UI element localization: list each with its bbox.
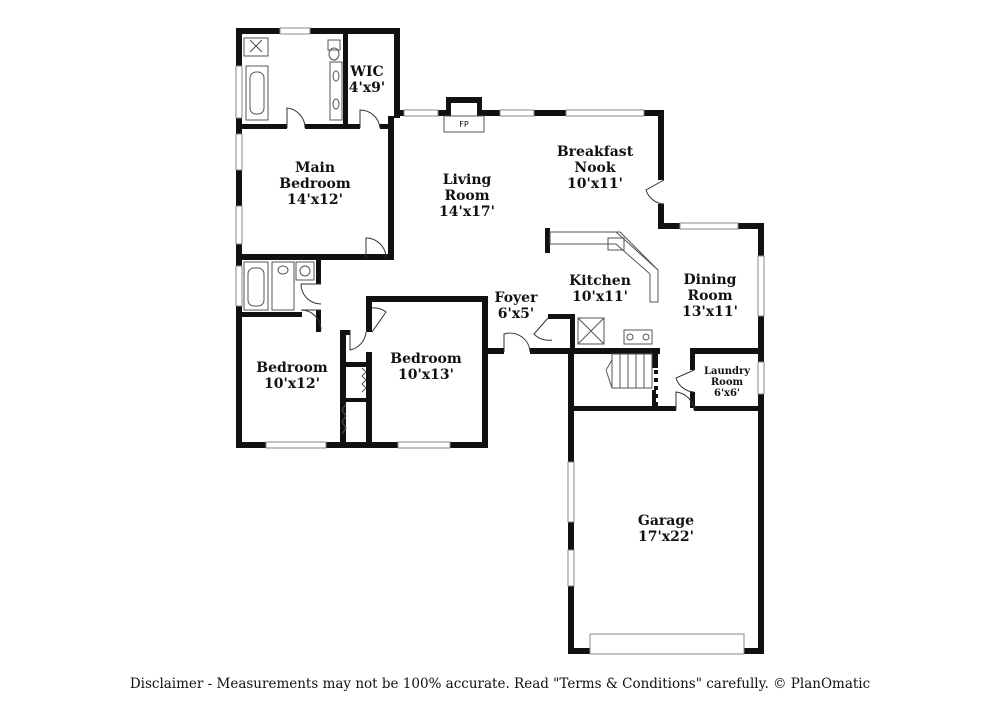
laundry-room-size: 6'x6': [714, 388, 740, 399]
breakfast-nook-name-2: Nook: [574, 160, 615, 176]
fixtures: [243, 37, 659, 435]
windows: [235, 27, 765, 655]
living-room-name-2: Room: [444, 188, 489, 204]
garage-name: Garage: [638, 513, 694, 529]
main-bedroom-name-1: Main: [295, 160, 335, 176]
wic-name: WIC: [349, 64, 383, 80]
bedroom-left-name: Bedroom: [256, 360, 328, 376]
breakfast-nook-size: 10'x11': [567, 176, 623, 192]
foyer-name: Foyer: [495, 290, 539, 306]
breakfast-nook-name-1: Breakfast: [557, 144, 634, 160]
bedroom-left-size: 10'x12': [264, 376, 320, 392]
main-bedroom-size: 14'x12': [287, 192, 343, 208]
living-room-size: 14'x17': [439, 204, 495, 220]
wic-size: 4'x9': [349, 80, 385, 96]
dining-room-name-1: Dining: [684, 272, 737, 288]
garage-size: 17'x22': [638, 529, 694, 545]
foyer-size: 6'x5': [498, 306, 534, 322]
room-labels: WIC 4'x9' Main Bedroom 14'x12' Living Ro…: [256, 64, 751, 545]
main-bedroom-name-2: Bedroom: [279, 176, 351, 192]
bedroom-center-name: Bedroom: [390, 351, 462, 367]
doors: [286, 107, 695, 411]
dining-room-size: 13'x11': [682, 304, 738, 320]
kitchen-size: 10'x11': [572, 289, 628, 305]
fireplace-label: FP: [459, 120, 469, 129]
bedroom-center-size: 10'x13': [398, 367, 454, 383]
walls: [236, 28, 764, 654]
laundry-room-name-2: Room: [711, 377, 744, 388]
disclaimer-text: Disclaimer - Measurements may not be 100…: [129, 676, 871, 692]
kitchen-name: Kitchen: [569, 273, 631, 289]
living-room-name-1: Living: [443, 172, 492, 188]
laundry-room-name-1: Laundry: [704, 366, 751, 377]
dining-room-name-2: Room: [687, 288, 732, 304]
